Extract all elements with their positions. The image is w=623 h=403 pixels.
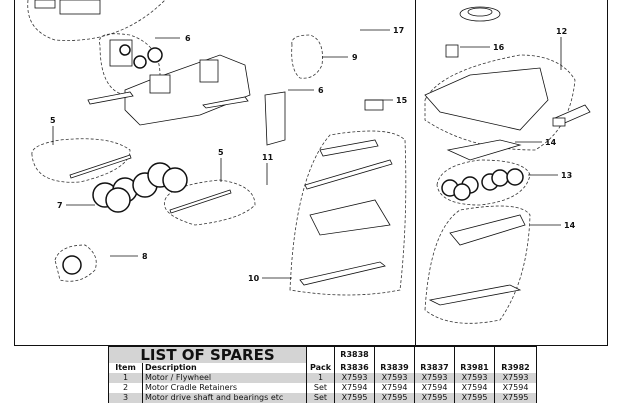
- header-pack: Pack: [306, 363, 335, 373]
- part-number: X7594: [494, 383, 537, 393]
- pickup-plate: [264, 91, 286, 146]
- callout-label: 14: [545, 138, 557, 147]
- tender-chassis: [424, 67, 549, 131]
- callout-label: 12: [556, 27, 567, 36]
- callout-label: 5: [50, 116, 56, 125]
- chassis-frame: [124, 54, 251, 126]
- callout-label: 6: [318, 86, 324, 95]
- part-number: X7595: [334, 393, 375, 403]
- callout-label: 13: [561, 171, 572, 180]
- model-header-top: R3838: [334, 346, 375, 363]
- header-model: R3982: [494, 363, 537, 373]
- callout-label: 7: [57, 201, 63, 210]
- callout-label: 6: [185, 34, 191, 43]
- item-pack: Set: [306, 383, 335, 393]
- diagram-frame: [14, 0, 608, 346]
- header-model: R3981: [454, 363, 495, 373]
- table-row: 3 Motor drive shaft and bearings etc Set…: [108, 393, 537, 403]
- item-number: 2: [108, 383, 143, 393]
- callout-label: 14: [564, 221, 576, 230]
- part-number: X7593: [414, 373, 455, 383]
- part-number: X7594: [374, 383, 415, 393]
- item-pack: Set: [306, 393, 335, 403]
- callout-label: 17: [393, 26, 404, 35]
- item-description: Motor drive shaft and bearings etc: [142, 393, 307, 403]
- callout-labels: 6 17 9 6 15 16 12 5 5 11 7 8 10 14 13 14: [50, 26, 576, 283]
- spares-title: LIST OF SPARES: [108, 346, 307, 363]
- driving-wheels: [62, 44, 524, 275]
- item-description: Motor / Flywheel: [142, 373, 307, 383]
- part-number: X7593: [334, 373, 375, 383]
- part-number: X7593: [374, 373, 415, 383]
- callout-label: 8: [142, 252, 148, 261]
- part-number: X7595: [414, 393, 455, 403]
- header-description: Description: [142, 363, 307, 373]
- callout-label: 16: [493, 43, 505, 52]
- part-number: X7595: [454, 393, 495, 403]
- part-number: X7594: [454, 383, 495, 393]
- part-number: X7594: [334, 383, 375, 393]
- part-number: X7595: [374, 393, 415, 403]
- spares-table: LIST OF SPARES R3838 Item Description Pa…: [108, 346, 537, 403]
- table-row: 2 Motor Cradle Retainers Set X7594 X7594…: [108, 383, 537, 393]
- part-number: X7595: [494, 393, 537, 403]
- part-number: X7594: [414, 383, 455, 393]
- header-model: R3837: [414, 363, 455, 373]
- header-item: Item: [108, 363, 143, 373]
- table-row: 1 Motor / Flywheel 1 X7593 X7593 X7593 X…: [108, 373, 537, 383]
- callout-label: 5: [218, 148, 224, 157]
- part-number: X7593: [454, 373, 495, 383]
- item-pack: 1: [306, 373, 335, 383]
- callout-label: 11: [262, 153, 274, 162]
- callout-label: 15: [396, 96, 408, 105]
- header-model: R3836: [334, 363, 375, 373]
- header-model: R3839: [374, 363, 415, 373]
- callout-label: 10: [248, 274, 260, 283]
- item-description: Motor Cradle Retainers: [142, 383, 307, 393]
- callout-label: 9: [352, 53, 358, 62]
- item-number: 1: [108, 373, 143, 383]
- item-number: 3: [108, 393, 143, 403]
- part-number: X7593: [494, 373, 537, 383]
